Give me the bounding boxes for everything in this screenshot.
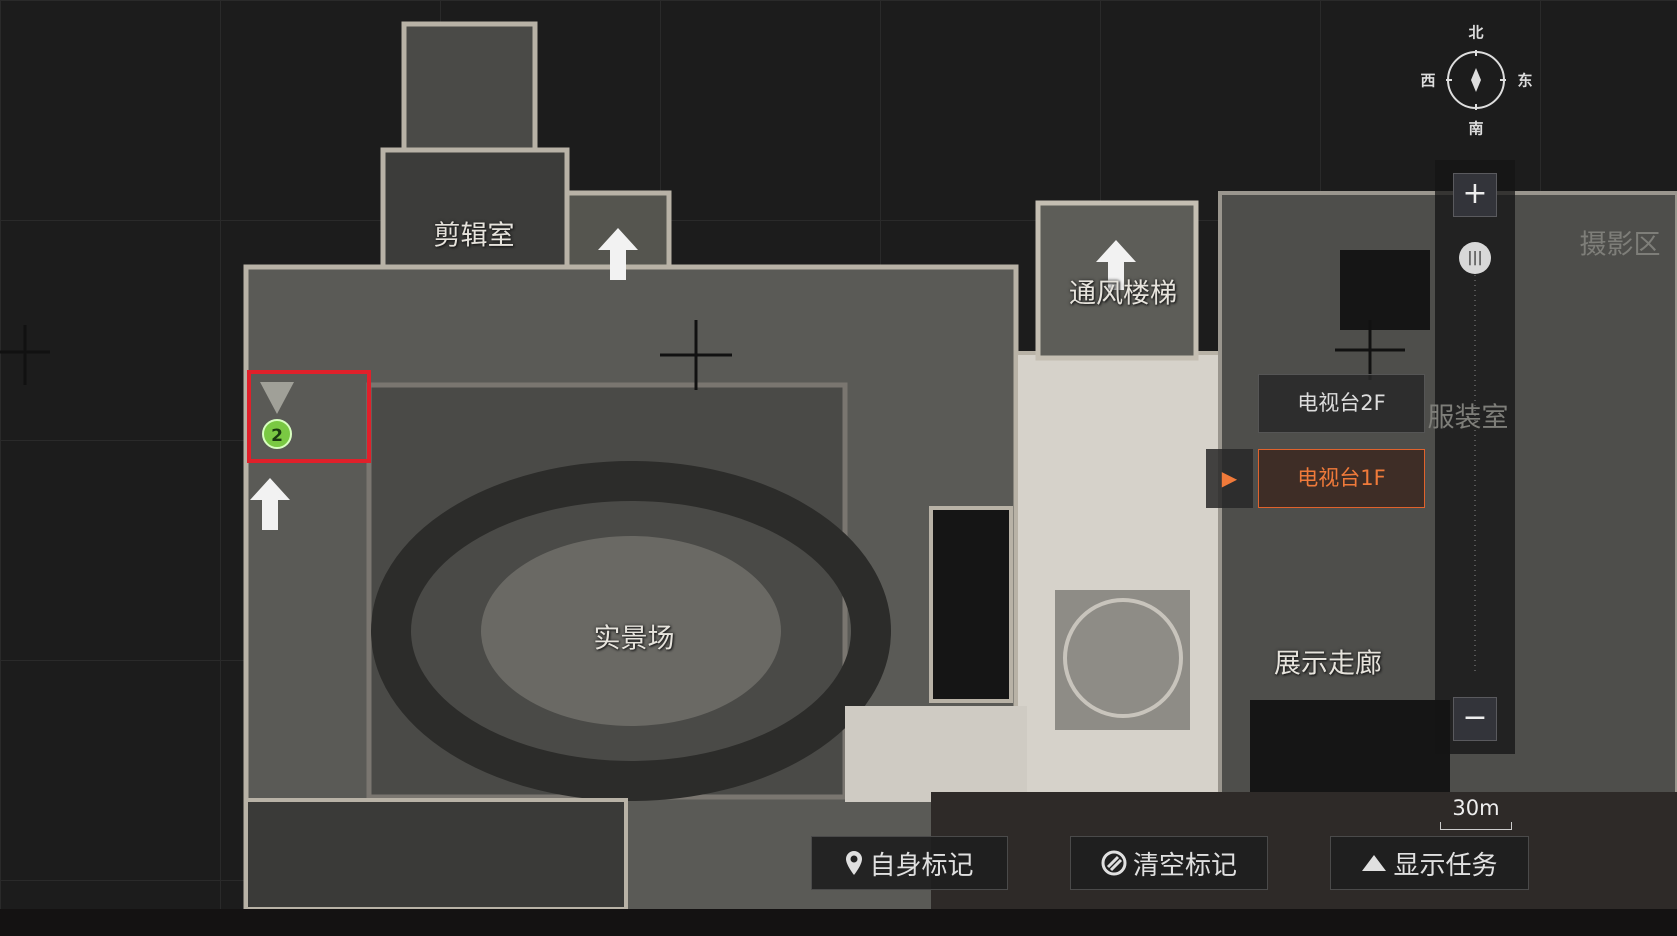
zoom-slider-handle[interactable]: ||| [1459,242,1491,274]
clear-icon [1101,850,1127,876]
floor-selected-arrow-icon: ▶ [1206,449,1253,508]
stairs-icon [250,228,1136,530]
compass-icon [1446,50,1506,110]
compass-north: 北 [1468,23,1484,42]
bottom-bar [0,909,1677,936]
zoom-out-button[interactable]: − [1453,697,1497,741]
floor-1f-button[interactable]: 电视台1F [1258,449,1425,508]
building-left [243,21,1019,923]
map-scale-bar [1440,822,1512,830]
compass-west: 西 [1420,71,1436,90]
arena-ring [371,461,891,801]
zoom-in-button[interactable]: + [1453,173,1497,217]
clear-marks-button[interactable]: 清空标记 [1070,836,1268,890]
chevron-up-icon [1362,855,1387,871]
clear-marks-label: 清空标记 [1132,850,1237,881]
show-tasks-button[interactable]: 显示任务 [1330,836,1529,890]
player-view-cone [260,382,294,414]
room-label-set: 实景场 [593,623,675,655]
room-label-costume: 服装室 [1427,402,1509,434]
show-tasks-label: 显示任务 [1393,850,1498,881]
player-marker [262,419,292,449]
room-label-gallery: 展示走廊 [1274,648,1382,680]
compass-east: 东 [1517,71,1533,90]
map-scale-label: 30m [1452,796,1500,820]
self-mark-button[interactable]: 自身标记 [811,836,1008,890]
location-pin-icon [846,851,863,875]
room-label-editing: 剪辑室 [433,220,515,252]
floor-2f-button[interactable]: 电视台2F [1258,374,1425,433]
zoom-track[interactable] [1474,255,1476,675]
compass-south: 南 [1468,119,1484,138]
self-mark-label: 自身标记 [869,850,974,881]
room-label-vent-stairs: 通风楼梯 [1069,278,1177,310]
player-marker-number: 2 [271,426,283,446]
player-highlight-box [247,370,371,463]
room-label-photo: 摄影区 [1579,229,1661,261]
zoom-slider-panel: + ||| − [1435,160,1515,754]
helipad [1063,598,1183,718]
